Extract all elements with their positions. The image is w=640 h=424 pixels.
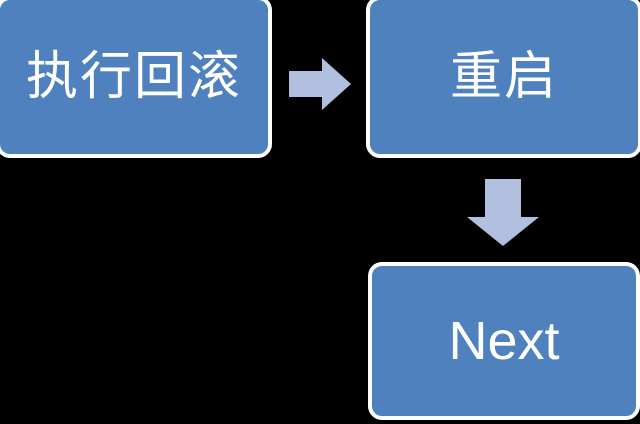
flowchart-node-restart-label: 重启 — [449, 48, 558, 106]
arrow-down-icon — [467, 179, 539, 246]
arrow-right-shape — [289, 58, 351, 110]
flowchart-node-rollback[interactable]: 执行回滚 — [0, 0, 272, 158]
arrow-down-shape — [467, 179, 539, 246]
flowchart-node-restart[interactable]: 重启 — [366, 0, 640, 158]
flowchart-node-next[interactable]: Next — [368, 262, 640, 420]
flowchart-node-rollback-label: 执行回滚 — [25, 48, 242, 106]
flowchart-node-next-label: Next — [448, 311, 560, 371]
arrow-right-icon — [289, 58, 351, 110]
